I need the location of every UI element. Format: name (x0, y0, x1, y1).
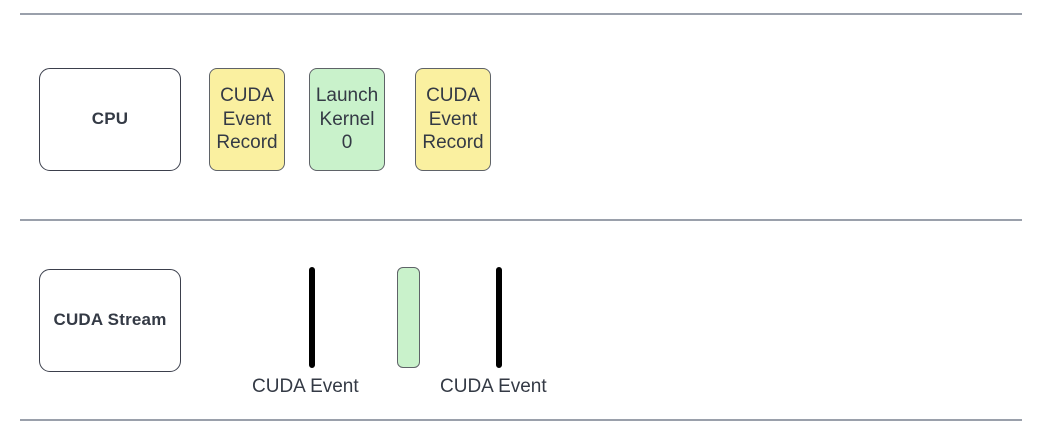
lane-divider-top (20, 13, 1022, 15)
lane-divider-middle (20, 219, 1022, 221)
lane-label-cpu: CPU (39, 68, 181, 171)
lane-label-cuda-stream: CUDA Stream (39, 269, 181, 372)
cpu-block-launch-kernel-0[interactable]: Launch Kernel 0 (309, 68, 385, 171)
stream-marker-kernel-block[interactable] (397, 267, 420, 368)
stream-marker-cuda-event-1[interactable] (309, 267, 315, 368)
stream-caption-cuda-event-1: CUDA Event (252, 376, 359, 397)
stream-caption-cuda-event-2: CUDA Event (440, 376, 547, 397)
lane-divider-bottom (20, 419, 1022, 421)
cpu-block-cuda-event-record-2[interactable]: CUDA Event Record (415, 68, 491, 171)
cpu-block-cuda-event-record-1[interactable]: CUDA Event Record (209, 68, 285, 171)
stream-marker-cuda-event-2[interactable] (496, 267, 502, 368)
